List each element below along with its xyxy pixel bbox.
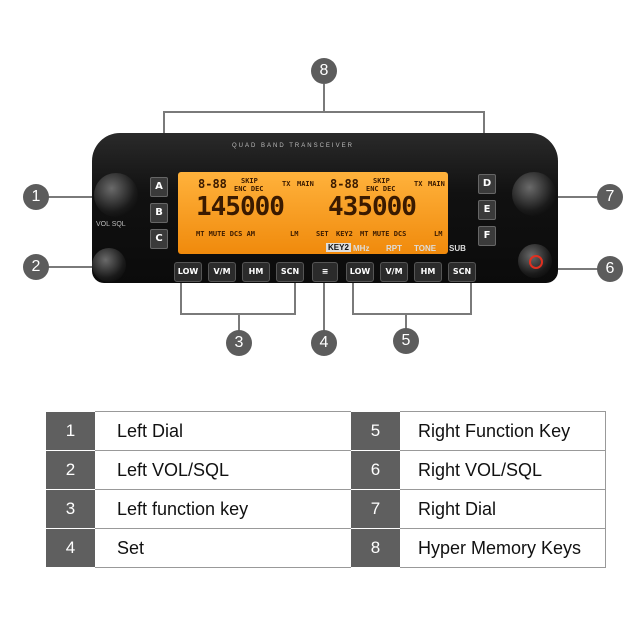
legend-table: 1 Left Dial 5 Right Function Key 2 Left … <box>46 411 606 568</box>
legend-label: Hyper Memory Keys <box>400 528 606 568</box>
legend-row: 4 Set 8 Hyper Memory Keys <box>46 528 606 568</box>
leader-line-8-horizontal <box>163 111 485 113</box>
panel-label-tone: TONE <box>414 244 437 253</box>
legend-row: 1 Left Dial 5 Right Function Key <box>46 411 606 451</box>
right-display-main: MAIN <box>428 180 445 188</box>
key-indicator: KEY2 <box>336 230 353 238</box>
legend-label: Left function key <box>95 489 351 529</box>
left-dial-knob[interactable] <box>94 173 138 217</box>
right-display-enc-dec: ENC DEC <box>366 185 396 193</box>
side-key-a[interactable]: A <box>150 177 168 197</box>
left-display-frequency: 145000 <box>196 192 285 222</box>
legend-number: 6 <box>351 450 400 490</box>
right-display-lm: LM <box>434 230 443 238</box>
legend-number: 8 <box>351 528 400 568</box>
callout-1: 1 <box>23 184 49 210</box>
leader-line-3-right <box>294 280 296 314</box>
left-display-lm: LM <box>290 230 299 238</box>
panel-label-mhz: MHz <box>353 244 370 253</box>
side-key-f[interactable]: F <box>478 226 496 246</box>
left-scn-button[interactable]: SCN <box>276 262 304 282</box>
left-vol-label: VOL SQL <box>96 221 126 228</box>
callout-6: 6 <box>597 256 623 282</box>
callout-8: 8 <box>311 58 337 84</box>
power-icon <box>529 255 543 269</box>
right-vm-button[interactable]: V/M <box>380 262 408 282</box>
leader-line-3-left <box>180 280 182 314</box>
left-vol-sql-knob[interactable] <box>92 248 126 282</box>
left-display-main: MAIN <box>297 180 314 188</box>
left-low-button[interactable]: LOW <box>174 262 202 282</box>
legend-row: 3 Left function key 7 Right Dial <box>46 489 606 529</box>
right-low-button[interactable]: LOW <box>346 262 374 282</box>
legend-number: 5 <box>351 411 400 451</box>
right-display-skip: SKIP <box>373 177 390 185</box>
leader-line-3-drop <box>238 313 240 331</box>
right-display-tx: TX <box>414 180 423 188</box>
set-button[interactable]: ≡ <box>312 262 338 282</box>
side-key-b[interactable]: B <box>150 203 168 223</box>
left-display-skip: SKIP <box>241 177 258 185</box>
callout-4: 4 <box>311 330 337 356</box>
callout-2: 2 <box>23 254 49 280</box>
callout-3: 3 <box>226 330 252 356</box>
leader-line-6 <box>546 268 600 270</box>
legend-label: Left VOL/SQL <box>95 450 351 490</box>
set-indicator: SET <box>316 230 329 238</box>
brand-text: QUAD BAND TRANSCEIVER <box>232 143 354 149</box>
legend-number: 4 <box>46 528 95 568</box>
callout-5: 5 <box>393 328 419 354</box>
panel-label-rpt: RPT <box>386 244 402 253</box>
left-display-top: 8-88 <box>198 177 227 191</box>
left-display-tags: MT MUTE DCS AM <box>196 230 256 238</box>
right-display-tags: MT MUTE DCS <box>360 230 407 238</box>
side-key-d[interactable]: D <box>478 174 496 194</box>
legend-label: Right Function Key <box>400 411 606 451</box>
legend-number: 3 <box>46 489 95 529</box>
side-key-e[interactable]: E <box>478 200 496 220</box>
left-hm-button[interactable]: HM <box>242 262 270 282</box>
leader-line-8-vertical <box>323 84 325 112</box>
right-display-top: 8-88 <box>330 177 359 191</box>
panel-label-key2: KEY2 <box>326 243 351 252</box>
leader-line-5-right <box>470 280 472 314</box>
callout-7: 7 <box>597 184 623 210</box>
leader-line-5-bottom <box>352 313 472 315</box>
leader-line-4 <box>323 282 325 332</box>
side-key-c[interactable]: C <box>150 229 168 249</box>
lcd-display: 8-88 SKIP ENC DEC TX MAIN 145000 MT MUTE… <box>178 172 448 254</box>
right-scn-button[interactable]: SCN <box>448 262 476 282</box>
legend-number: 1 <box>46 411 95 451</box>
legend-row: 2 Left VOL/SQL 6 Right VOL/SQL <box>46 450 606 490</box>
right-display-frequency: 435000 <box>328 192 417 222</box>
panel-label-sub: SUB <box>449 244 466 253</box>
left-vm-button[interactable]: V/M <box>208 262 236 282</box>
legend-number: 7 <box>351 489 400 529</box>
legend-label: Set <box>95 528 351 568</box>
left-display-enc-dec: ENC DEC <box>234 185 264 193</box>
leader-line-7 <box>544 196 600 198</box>
leader-line-2 <box>48 266 98 268</box>
legend-label: Right Dial <box>400 489 606 529</box>
legend-number: 2 <box>46 450 95 490</box>
leader-line-1 <box>48 196 98 198</box>
leader-line-5-drop <box>405 313 407 331</box>
legend-label: Left Dial <box>95 411 351 451</box>
right-hm-button[interactable]: HM <box>414 262 442 282</box>
left-display-tx: TX <box>282 180 291 188</box>
right-dial-knob[interactable] <box>512 172 556 216</box>
legend-label: Right VOL/SQL <box>400 450 606 490</box>
leader-line-5-left <box>352 280 354 314</box>
